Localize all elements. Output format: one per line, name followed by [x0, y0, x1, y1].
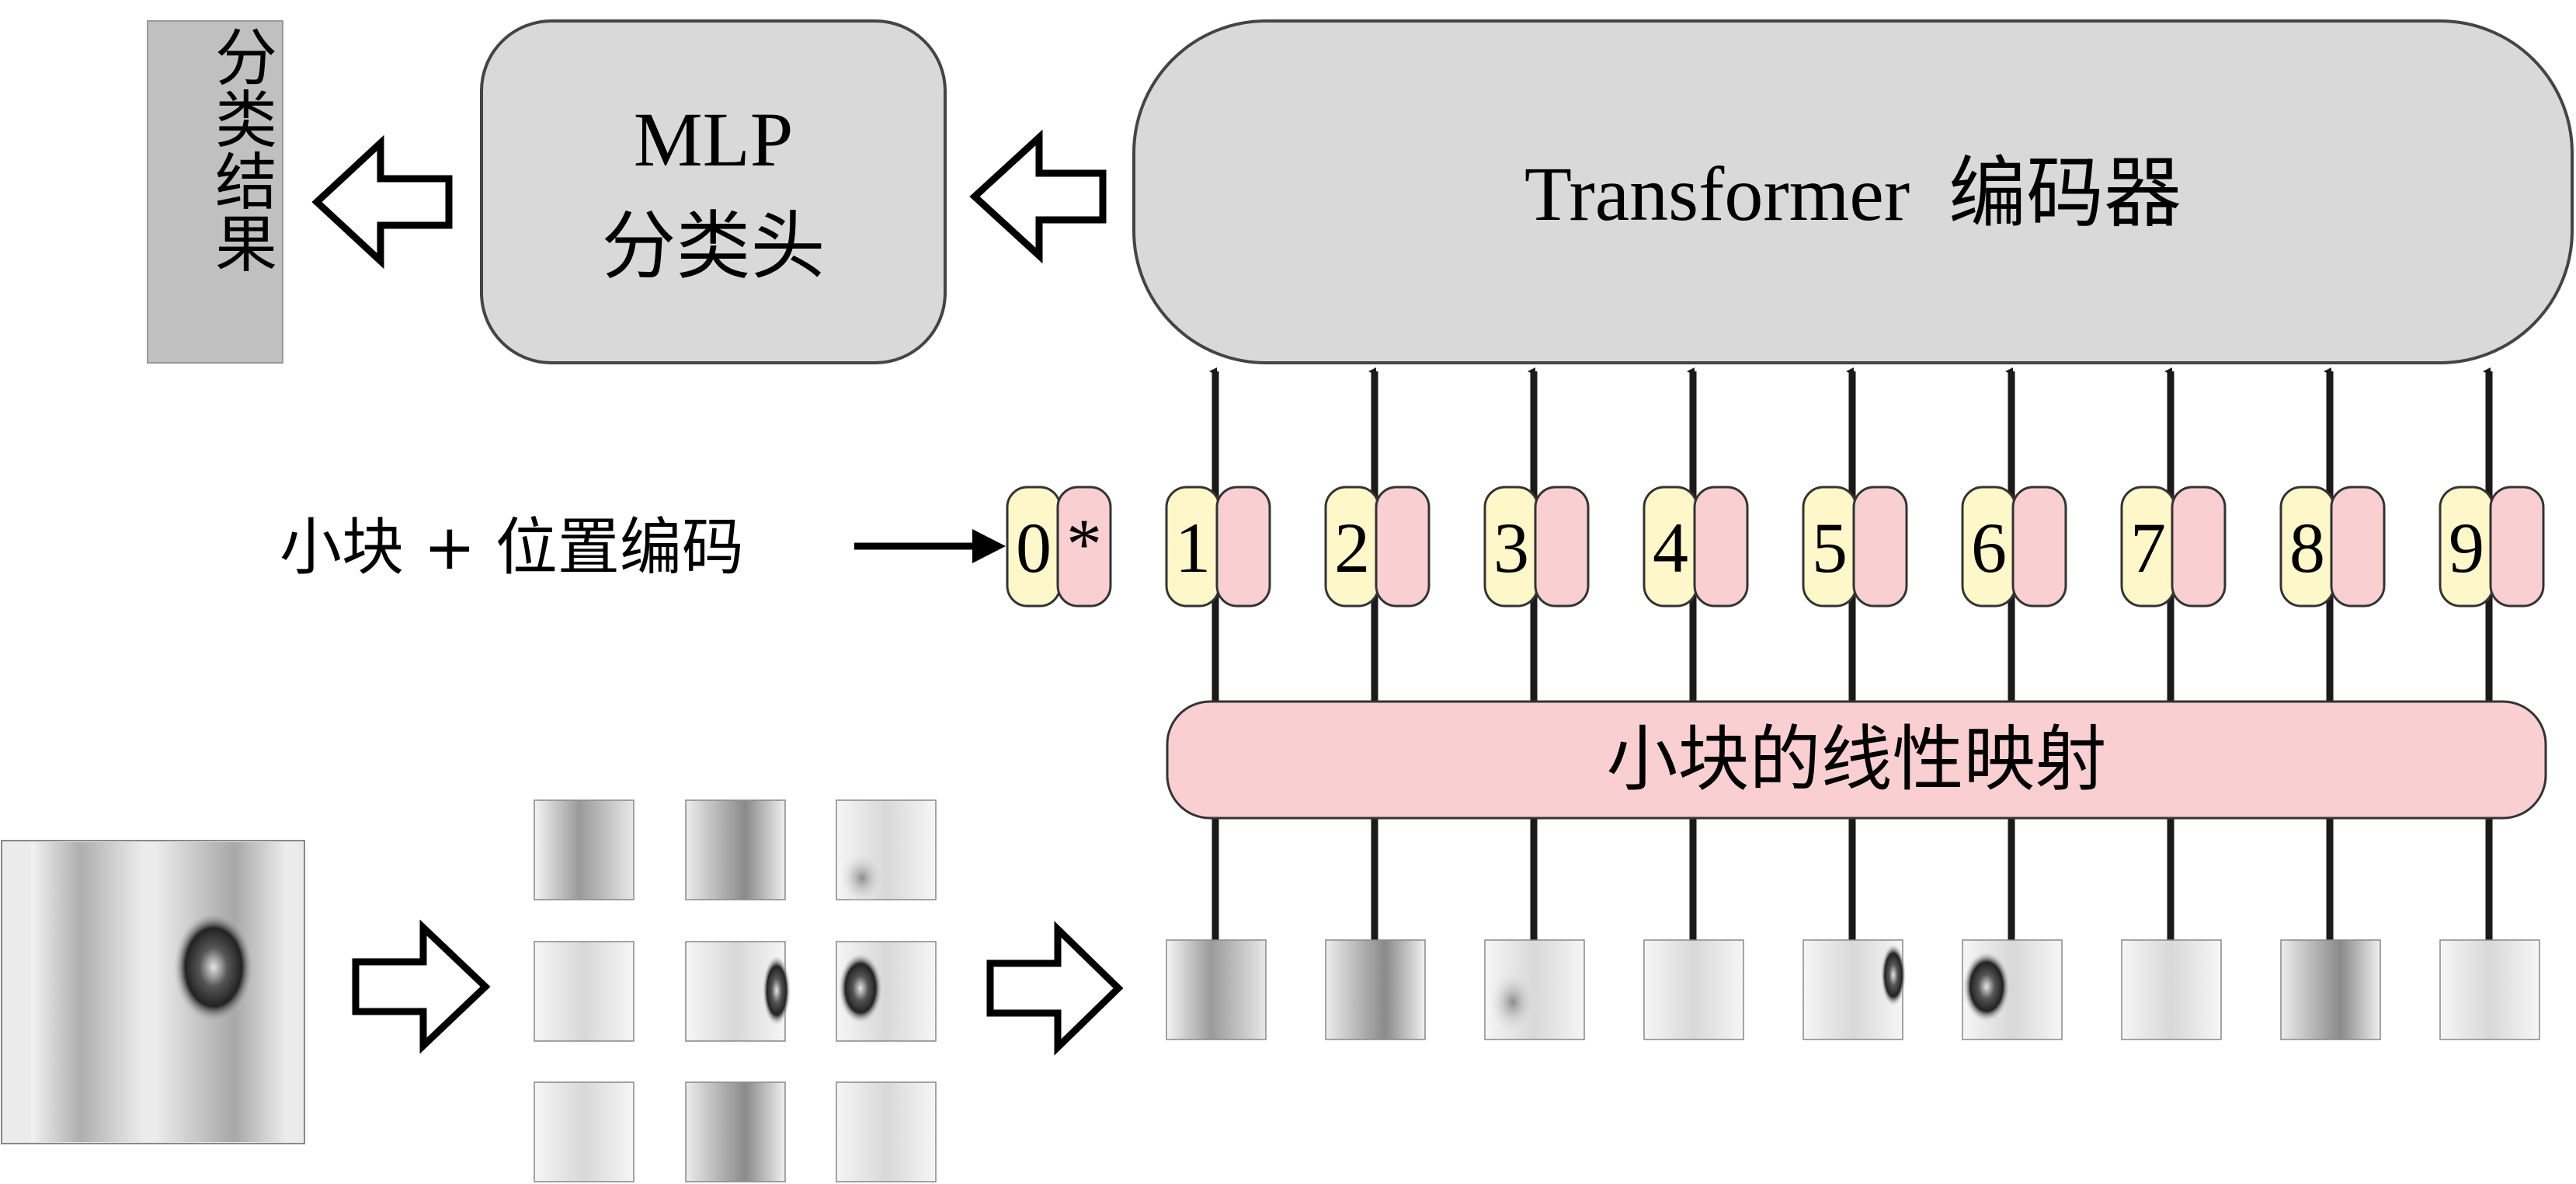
- mlp-title: MLP: [633, 96, 794, 183]
- hollow-arrow-left-icon: [311, 134, 453, 270]
- token-number: 2: [1334, 508, 1370, 587]
- mlp-head-box: [480, 19, 947, 364]
- token-row: [1006, 486, 2545, 608]
- token-number: 6: [1971, 508, 2007, 587]
- linear-projection-label: 小块的线性映射: [1606, 718, 2107, 801]
- hollow-arrow-right-icon: [986, 921, 1124, 1056]
- token-number: 0: [1016, 508, 1052, 587]
- mlp-subtitle: 分类头: [601, 203, 826, 290]
- token-pos-star: *: [1066, 504, 1102, 583]
- token-number: 8: [2289, 508, 2325, 587]
- patch-grid: [534, 799, 937, 1182]
- transformer-encoder-box: [1132, 19, 2574, 364]
- hollow-arrow-right-icon: [352, 919, 491, 1054]
- transformer-encoder-title: Transformer 编码器: [1524, 151, 2182, 237]
- token-number: 5: [1812, 508, 1848, 587]
- classification-result-box: [147, 20, 283, 364]
- flattened-patches: [1166, 939, 2540, 1040]
- original-image: [1, 840, 305, 1144]
- token-number: 7: [2130, 508, 2166, 587]
- tokens-label: 小块 + 位置编码: [280, 511, 744, 583]
- token-number: 4: [1653, 508, 1688, 587]
- label-arrow: [854, 529, 1006, 563]
- classification-result-label: 分类结果: [205, 25, 277, 273]
- linear-projection-box: [1166, 700, 2547, 820]
- token-number: 3: [1493, 508, 1529, 587]
- token-number: 9: [2449, 508, 2484, 587]
- token-number: 1: [1175, 508, 1211, 587]
- token-arrows: [1209, 367, 2493, 940]
- hollow-arrow-left-icon: [969, 129, 1107, 264]
